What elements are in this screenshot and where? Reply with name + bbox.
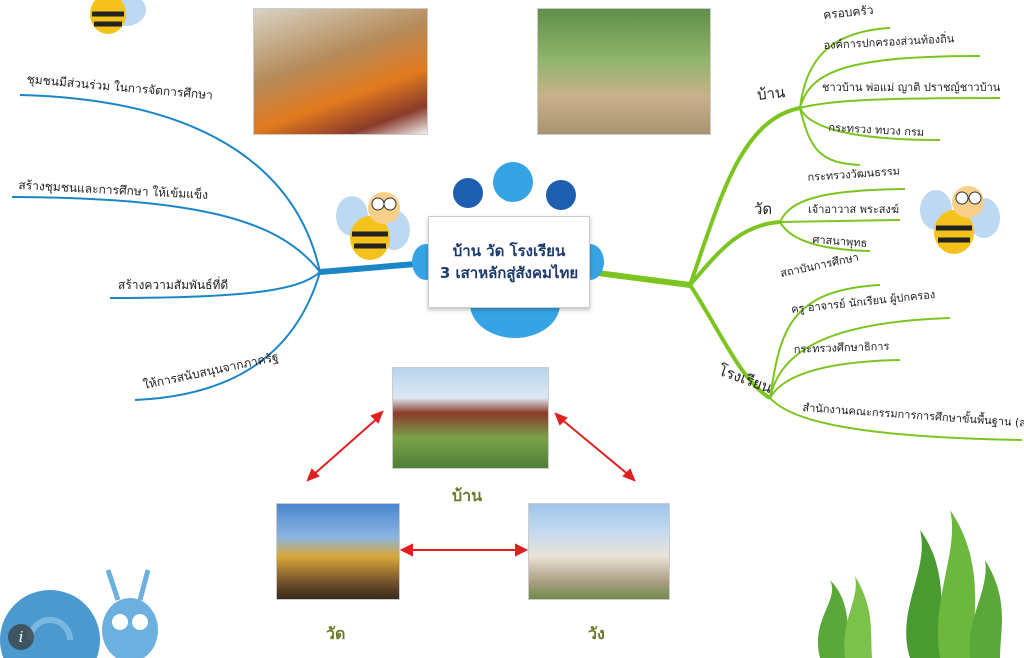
palace-caption: วัง bbox=[588, 624, 605, 643]
bee-icon bbox=[90, 0, 146, 34]
central-topic: บ้าน วัด โรงเรียน 3 เสาหลักสู่สังคมไทย bbox=[428, 216, 590, 308]
seaweed-icon bbox=[817, 510, 1002, 658]
temple-item: เจ้าอาวาส พระสงฆ์ bbox=[808, 203, 900, 216]
palace-photo bbox=[528, 503, 670, 600]
central-topic-line2: 3 เสาหลักสู่สังคมไทย bbox=[439, 264, 579, 282]
thai-house-photo bbox=[392, 367, 549, 469]
left-branch-label: สร้างความสัมพันธ์ที่ดี bbox=[118, 278, 229, 292]
group-label-temple: วัด bbox=[754, 200, 773, 218]
person-head-icon bbox=[453, 178, 483, 208]
person-head-icon bbox=[546, 180, 576, 210]
home-item: ชาวบ้าน พ่อแม่ ญาติ ปราชญ์ชาวบ้าน bbox=[822, 81, 1001, 94]
info-icon[interactable]: i bbox=[8, 624, 34, 650]
temple-photo bbox=[276, 503, 400, 600]
community-photo bbox=[537, 8, 711, 135]
home-caption: บ้าน bbox=[452, 486, 483, 505]
bee-icon bbox=[920, 186, 1000, 254]
central-topic-line1: บ้าน วัด โรงเรียน bbox=[452, 242, 566, 260]
monks-meeting-photo bbox=[253, 8, 428, 135]
temple-caption: วัด bbox=[326, 624, 346, 643]
person-head-icon bbox=[493, 162, 533, 202]
group-label-home: บ้าน bbox=[756, 83, 787, 104]
bee-icon bbox=[336, 192, 410, 260]
